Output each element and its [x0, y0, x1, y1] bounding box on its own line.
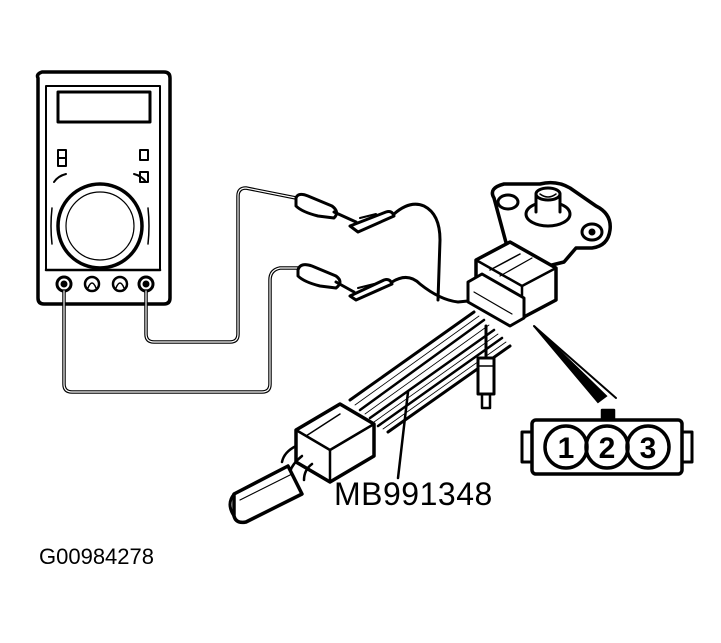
figure-id: G00984278 — [39, 544, 154, 569]
multimeter — [35, 70, 172, 306]
harness-leader-line — [396, 390, 410, 480]
meter-jack-2 — [83, 275, 101, 293]
test-harness — [228, 310, 512, 525]
pin-3 — [625, 424, 671, 470]
callout-lines — [396, 325, 617, 480]
meter-jack-3 — [111, 275, 129, 293]
pin-2-label: 2 — [599, 432, 616, 465]
meter-button-top — [139, 149, 149, 161]
probe-upper — [294, 192, 442, 302]
probe-lower — [296, 263, 480, 304]
test-leads — [62, 186, 302, 394]
meter-display — [56, 90, 152, 124]
harness-part-number: MB991348 — [334, 476, 493, 512]
branch-test-plug — [476, 356, 496, 396]
pin-3-label: 3 — [640, 432, 657, 465]
connector-detail-pointer — [533, 325, 608, 404]
meter-rotary-dial — [56, 182, 144, 270]
pin-1-label: 1 — [558, 432, 575, 465]
sensor-switch — [466, 180, 612, 328]
connector-pin-detail: 1 2 3 — [520, 408, 694, 476]
